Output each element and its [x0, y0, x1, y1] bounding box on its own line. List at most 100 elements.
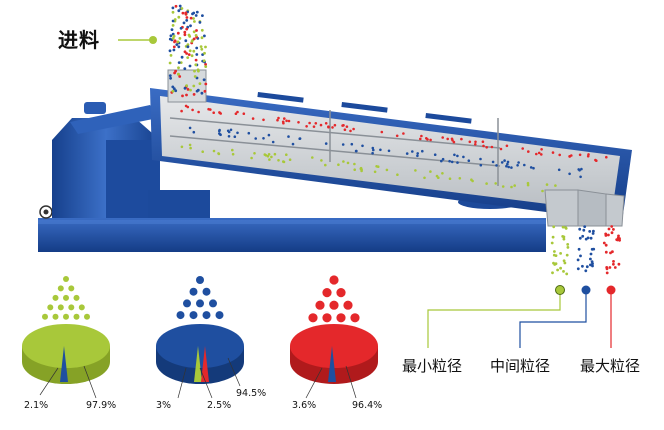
fine-particle: [201, 150, 204, 153]
medium-particle: [433, 153, 437, 156]
fine-particle: [320, 159, 323, 162]
medium-dot: [202, 287, 211, 296]
medium-particle: [453, 153, 456, 157]
fine-particle: [231, 152, 235, 156]
coarse-particle: [327, 125, 330, 129]
feed-particle: [173, 18, 177, 21]
feed-particle: [185, 52, 189, 55]
outflow-particle: [556, 268, 559, 272]
outflow-particle: [579, 254, 582, 258]
fine-particle: [423, 176, 426, 180]
outflow-particle: [586, 236, 590, 240]
fine-particle: [253, 152, 256, 155]
output-callouts: [427, 285, 616, 348]
fine-particle: [458, 177, 462, 180]
coarse-particle: [324, 122, 328, 125]
medium-minor-pct-a: 3%: [156, 400, 172, 411]
coarse-particle: [262, 118, 265, 122]
fine-particle: [270, 155, 273, 159]
feed-particle: [192, 49, 196, 53]
fine-particle: [441, 172, 444, 175]
fine-particle: [541, 189, 544, 193]
feed-particle: [176, 31, 180, 35]
medium-particle: [557, 168, 561, 172]
outlet-chute-medium: [577, 189, 607, 227]
coarse-particle: [281, 120, 285, 124]
feed-particle: [171, 32, 175, 36]
medium-particle: [287, 135, 290, 138]
feed-particle: [177, 66, 180, 70]
feed-particle: [194, 34, 198, 37]
medium-particle: [341, 143, 345, 146]
coarse-particle: [578, 153, 582, 157]
feed-particle: [183, 33, 187, 37]
fine-particle: [385, 168, 389, 172]
feed-particle: [192, 37, 196, 41]
outflow-particle: [559, 266, 562, 270]
medium-particle: [495, 164, 498, 167]
medium-pie-top: [156, 324, 244, 368]
feed-particle: [171, 19, 175, 23]
feed-particle: [188, 49, 192, 53]
feed-particle: [173, 39, 177, 43]
coarse-particle: [287, 119, 291, 123]
feed-particle: [175, 43, 179, 46]
medium-particle: [371, 146, 375, 150]
feed-particle: [168, 61, 172, 65]
feed-particle: [202, 59, 206, 63]
outflow-particle: [591, 232, 595, 235]
feed-particle: [193, 75, 197, 78]
outflow-particle: [610, 225, 614, 228]
feed-particle: [193, 69, 196, 73]
feed-particle: [187, 33, 191, 37]
feed-particle: [172, 34, 176, 38]
outflow-particle: [562, 270, 565, 273]
feed-particle: [195, 46, 199, 50]
outflow-particle: [607, 233, 610, 237]
medium-particle: [371, 151, 374, 155]
fine-particle: [267, 153, 271, 156]
coarse-dot: [336, 313, 346, 323]
feed-particle: [173, 71, 177, 75]
fine-particle: [485, 182, 488, 185]
feed-particle: [169, 34, 173, 38]
coarse-particle: [276, 118, 279, 122]
coarse-dot: [329, 300, 339, 310]
outflow-particle: [559, 252, 562, 255]
fine-particle: [494, 182, 498, 185]
medium-particle: [324, 142, 328, 145]
feed-particle: [192, 17, 195, 20]
coarse-particle: [441, 136, 445, 139]
fine-particle: [268, 158, 271, 161]
feed-particle: [194, 63, 198, 67]
outflow-particle: [591, 264, 594, 268]
feed-particle: [187, 53, 191, 56]
feed-particle: [177, 15, 181, 19]
feed-particle: [195, 53, 199, 56]
outflow-particle: [550, 241, 554, 245]
medium-minor-pct-b: 2.5%: [207, 400, 232, 411]
feed-particle: [200, 47, 204, 51]
fine-dot: [68, 285, 75, 292]
medium-particle: [361, 144, 364, 148]
medium-particle: [236, 131, 239, 135]
fine-particle: [360, 168, 363, 171]
medium-particle: [500, 161, 504, 164]
medium-particle: [441, 157, 445, 161]
fine-particle: [414, 169, 417, 172]
medium-dot: [196, 276, 204, 284]
medium-particle: [491, 160, 495, 164]
coarse-particle: [474, 143, 477, 146]
outflow-particle: [566, 243, 570, 246]
feed-particle: [186, 56, 190, 59]
medium-particle: [523, 163, 526, 167]
coarse-dot: [315, 300, 325, 310]
coarse-particle: [499, 147, 503, 151]
medium-particle: [467, 159, 471, 162]
fine-dot: [47, 304, 54, 311]
largest-main-pct: 96.4%: [352, 400, 383, 411]
outflow-particle: [612, 260, 615, 263]
medium-dot: [209, 299, 217, 308]
outflow-particle: [602, 241, 606, 245]
coarse-particle: [319, 123, 323, 127]
